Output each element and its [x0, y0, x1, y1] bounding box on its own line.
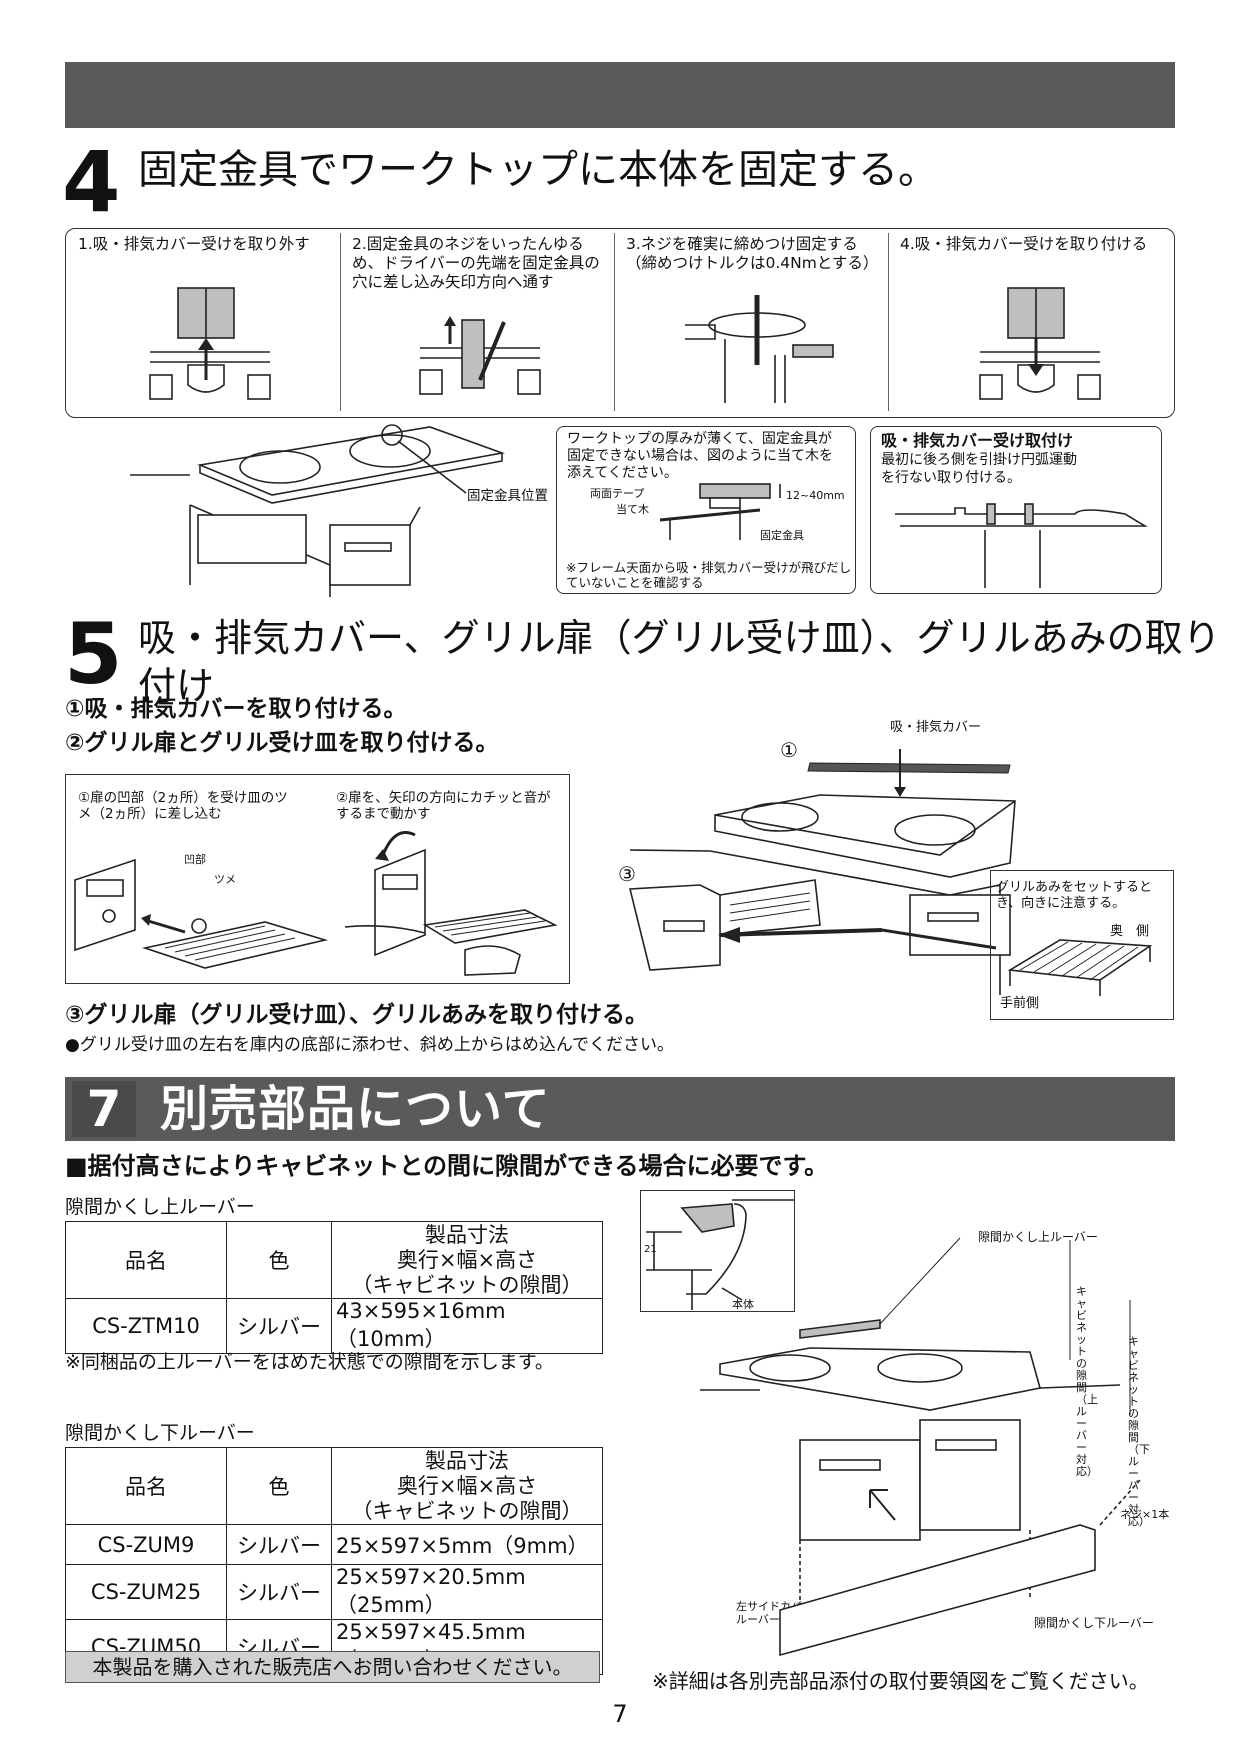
divider — [340, 233, 341, 411]
cover-label: 吸・排気カバー — [890, 720, 982, 735]
tape-label: 両面テープ — [590, 487, 645, 500]
upper-louver-table: 品名 色 製品寸法 奥行×幅×高さ （キャビネットの隙間） CS-ZTM10 シ… — [65, 1221, 603, 1354]
fixture-position-label: 固定金具位置 — [467, 488, 548, 504]
divider — [614, 233, 615, 411]
detail-note: ※詳細は各別売部品添付の取付要領図をご覧ください。 — [652, 1669, 1149, 1693]
louver-detail-illustration — [646, 1199, 794, 1310]
recess-label: 凹部 — [184, 853, 206, 866]
louver-detail-box — [640, 1190, 795, 1312]
front-side-label: 手前側 — [1000, 996, 1040, 1011]
wood-block-illustration — [659, 483, 781, 540]
step-3-illustration — [685, 295, 834, 403]
panel-step-1: ①扉の凹部（2ヵ所）を受け皿のツメ（2ヵ所）に差し込む — [78, 790, 288, 822]
cooktop-fixture-illustration — [130, 424, 506, 597]
cover-attach-illustration — [895, 503, 1148, 588]
step-1-text: 1.吸・排気カバー受けを取り外す — [78, 235, 310, 253]
section-7-title: 別売部品について — [160, 1081, 551, 1137]
thin-worktop-footnote: ※フレーム天面から吸・排気カバー受けが飛びだしていないことを確認する — [566, 560, 852, 590]
step-5-2: ②グリル扉とグリル受け皿を取り付ける。 — [65, 730, 499, 756]
upper-louver-title: 隙間かくし上ルーバー — [65, 1196, 255, 1218]
upper-louver-label: 隙間かくし上ルーバー — [978, 1230, 1098, 1244]
cover-attach-title: 吸・排気カバー受け取付け — [881, 431, 1074, 450]
net-orientation-box — [990, 870, 1174, 1020]
dealer-contact-note: 本製品を購入された販売店へお問い合わせください。 — [65, 1651, 600, 1683]
header-size: 製品寸法 奥行×幅×高さ （キャビネットの隙間） — [331, 1447, 603, 1525]
callout-3: ③ — [618, 862, 636, 886]
section-4-title: 固定金具でワークトップに本体を固定する。 — [138, 147, 938, 193]
step-3-text: 3.ネジを確実に締めつけ固定する（締めつけトルクは0.4Nmとする） — [626, 235, 879, 272]
section-5-title: 吸・排気カバー、グリル扉（グリル受け皿）、グリルあみの取り付け — [138, 616, 1221, 708]
table-row: CS-ZUM9 シルバー 25×597×5mm（9mm） — [65, 1524, 603, 1565]
header-name: 品名 — [65, 1447, 227, 1525]
thin-worktop-note: ワークトップの厚みが薄くて、固定金具が固定できない場合は、図のように当て木を添え… — [556, 426, 856, 594]
upper-louver-note: ※同梱品の上ルーバーをはめた状態での隙間を示します。 — [65, 1351, 554, 1373]
section-7-lead: ■据付高さによりキャビネットとの間に隙間ができる場合に必要です。 — [65, 1152, 829, 1180]
grill-door-illustration-1 — [74, 858, 329, 969]
range-label: 12~40mm — [786, 489, 845, 502]
step-4-text: 4.吸・排気カバー受けを取り付ける — [900, 235, 1148, 253]
lower-louver-title: 隙間かくし下ルーバー — [65, 1422, 255, 1444]
wood-label: 当て木 — [616, 503, 649, 516]
lower-louver-table: 品名 色 製品寸法 奥行×幅×高さ （キャビネットの隙間） CS-ZUM9 シル… — [65, 1447, 603, 1675]
section-5-number: 5 — [64, 605, 123, 703]
dim-label: 21 — [644, 1244, 657, 1255]
back-side-label: 奥 側 — [1110, 924, 1150, 939]
net-note: グリルあみをセットするとき、向きに注意する。 — [996, 880, 1153, 911]
step-1-illustration — [149, 287, 271, 400]
cover-attach-text: 最初に後ろ側を引掛け円弧運動を行ない取り付ける。 — [881, 452, 1077, 486]
grill-door-panel — [65, 774, 570, 984]
cooktop-grill-illustration — [628, 749, 1016, 995]
divider — [888, 233, 889, 411]
section-7-number: 7 — [72, 1081, 136, 1137]
header-bar — [65, 62, 1175, 128]
section-7-bar — [65, 1077, 1175, 1141]
step-5-3: ③グリル扉（グリル受け皿）、グリルあみを取り付ける。 — [65, 1002, 648, 1028]
screw-label: ネジ×1本 — [1120, 1508, 1170, 1521]
grill-net-illustration — [1007, 939, 1153, 996]
thin-worktop-text: ワークトップの厚みが薄くて、固定金具が固定できない場合は、図のように当て木を添え… — [567, 431, 833, 481]
table-row: CS-ZTM10 シルバー 43×595×16mm（10mm） — [65, 1298, 603, 1354]
cover-attach-note: 吸・排気カバー受け取付け 最初に後ろ側を引掛け円弧運動を行ない取り付ける。 — [870, 426, 1162, 594]
panel-step-2: ②扉を、矢印の方向にカチッと音がするまで動かす — [336, 790, 551, 822]
gap-upper-label: キャビネットの隙間（上ルーバー対応） — [1076, 1285, 1098, 1478]
claw-label: ツメ — [214, 873, 236, 886]
header-size: 製品寸法 奥行×幅×高さ （キャビネットの隙間） — [331, 1221, 603, 1299]
header-name: 品名 — [65, 1221, 227, 1299]
lower-louver-label: 隙間かくし下ルーバー — [1034, 1616, 1154, 1630]
fixture-label: 固定金具 — [760, 529, 804, 542]
step-box — [65, 228, 1175, 418]
body-label: 本体 — [732, 1298, 754, 1311]
section-4-number: 4 — [62, 133, 121, 231]
table-row: CS-ZUM25 シルバー 25×597×20.5mm（25mm） — [65, 1564, 603, 1620]
page-number: 7 — [612, 1700, 628, 1728]
step-2-text: 2.固定金具のネジをいったんゆるめ、ドライバーの先端を固定金具の穴に差し込み矢印… — [352, 235, 600, 291]
step-4-illustration — [979, 287, 1101, 400]
callout-1: ① — [780, 738, 798, 762]
step-5-1: ①吸・排気カバーを取り付ける。 — [65, 696, 407, 722]
step-2-illustration — [419, 316, 541, 395]
step-5-3-note: ●グリル受け皿の左右を庫内の底部に添わせ、斜め上からはめ込んでください。 — [65, 1035, 674, 1055]
louver-install-illustration — [700, 1237, 1141, 1657]
header-color: 色 — [226, 1221, 332, 1299]
header-color: 色 — [226, 1447, 332, 1525]
grill-door-illustration-2 — [344, 831, 558, 976]
